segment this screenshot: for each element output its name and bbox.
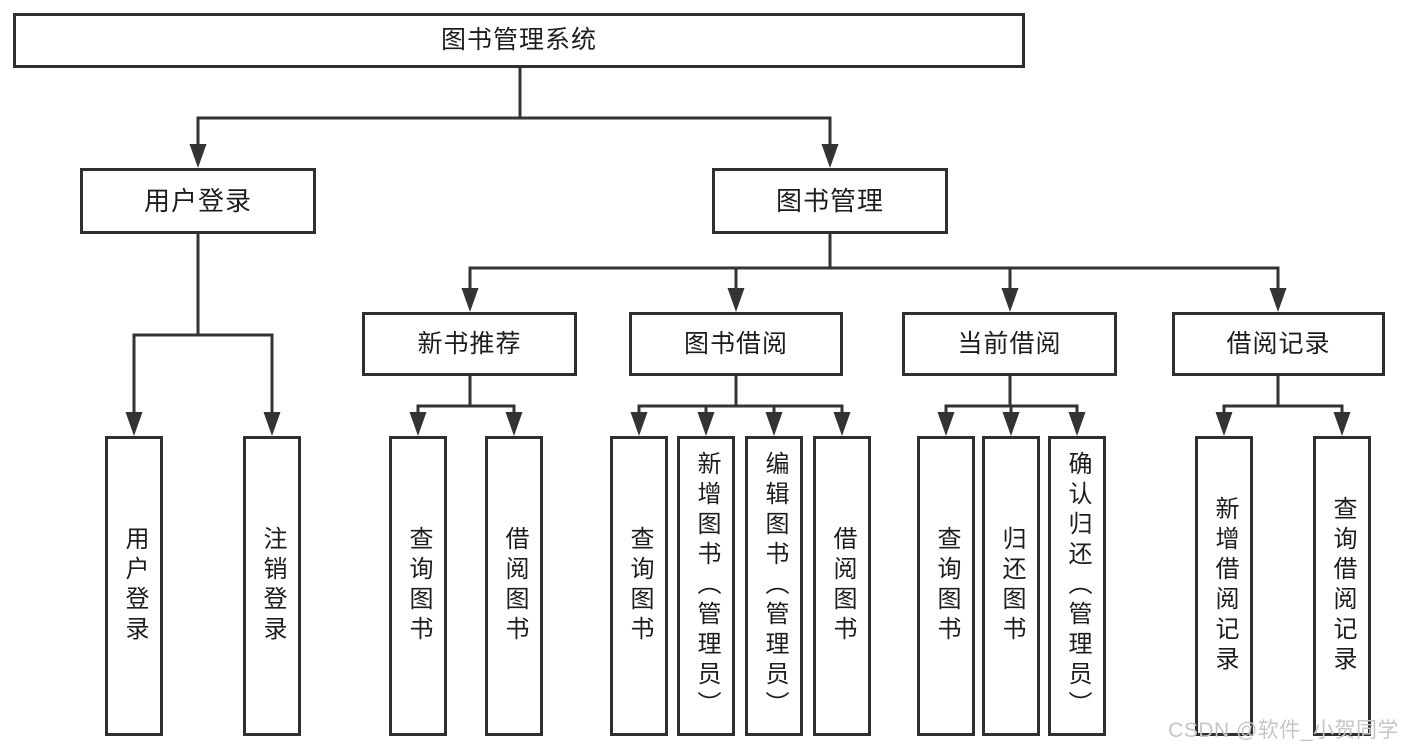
node-new-book-recommend: 新书推荐 — [362, 312, 577, 376]
node-library-management-system: 图书管理系统 — [13, 13, 1025, 68]
watermark: CSDN @软件_小贺同学 — [1168, 719, 1399, 742]
node-borrowing-records: 借阅记录 — [1172, 312, 1385, 376]
leaf-query-borrow-record: 查询借阅记录 — [1313, 436, 1371, 736]
node-book-borrowing: 图书借阅 — [629, 312, 843, 376]
leaf-add-books-admin: 新增图书（管理员） — [677, 436, 735, 736]
node-current-borrowing: 当前借阅 — [902, 312, 1117, 376]
node-book-management: 图书管理 — [712, 168, 948, 234]
leaf-edit-books-admin: 编辑图书（管理员） — [745, 436, 803, 736]
leaf-add-borrow-record: 新增借阅记录 — [1195, 436, 1253, 736]
leaf-logout: 注销登录 — [243, 436, 301, 736]
leaf-query-books-recommend: 查询图书 — [389, 436, 447, 736]
leaf-borrow-books: 借阅图书 — [813, 436, 871, 736]
node-user-login: 用户登录 — [80, 168, 316, 234]
leaf-user-login: 用户登录 — [105, 436, 163, 736]
leaf-borrow-books-recommend: 借阅图书 — [485, 436, 543, 736]
leaf-return-books: 归还图书 — [982, 436, 1040, 736]
leaf-confirm-return-admin: 确认归还（管理员） — [1048, 436, 1106, 736]
leaf-query-books-borrowing: 查询图书 — [610, 436, 668, 736]
leaf-query-books-current: 查询图书 — [917, 436, 975, 736]
